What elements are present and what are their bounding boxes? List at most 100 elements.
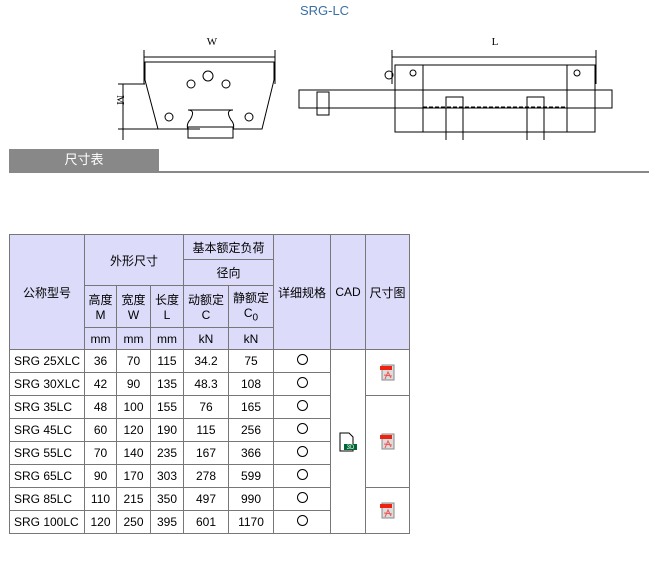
product-drawing: W M L bbox=[114, 36, 613, 140]
value-cell: 599 bbox=[228, 464, 274, 488]
model-cell: SRG 45LC bbox=[9, 418, 85, 442]
detail-cell[interactable] bbox=[273, 418, 331, 442]
value-cell: 235 bbox=[150, 441, 184, 465]
model-cell: SRG 55LC bbox=[9, 441, 85, 465]
circle-icon[interactable] bbox=[296, 400, 308, 411]
drawing-cell[interactable] bbox=[365, 395, 410, 488]
circle-icon[interactable] bbox=[296, 423, 308, 434]
value-cell: 215 bbox=[116, 487, 151, 511]
model-cell: SRG 85LC bbox=[9, 487, 85, 511]
detail-cell[interactable] bbox=[273, 372, 331, 396]
value-cell: 76 bbox=[183, 395, 229, 419]
value-cell: 135 bbox=[150, 372, 184, 396]
cad-cell[interactable]: 3D bbox=[330, 349, 366, 534]
detail-cell[interactable] bbox=[273, 464, 331, 488]
symbol: M bbox=[95, 308, 106, 322]
header-radial: 径向 bbox=[183, 259, 274, 286]
subscript: 0 bbox=[252, 312, 259, 324]
w-dimension-label: W bbox=[207, 36, 218, 48]
circle-icon[interactable] bbox=[296, 446, 308, 457]
header-outer: 外形尺寸 bbox=[84, 234, 184, 286]
value-cell: 990 bbox=[228, 487, 274, 511]
section-header: 尺寸表 bbox=[9, 149, 649, 173]
symbol: C bbox=[201, 308, 211, 322]
value-cell: 75 bbox=[228, 349, 274, 373]
page-title: SRG-LC bbox=[299, 3, 350, 18]
value-cell: 256 bbox=[228, 418, 274, 442]
model-cell: SRG 25XLC bbox=[9, 349, 85, 373]
end-view bbox=[118, 50, 276, 140]
circle-icon[interactable] bbox=[296, 492, 308, 503]
value-cell: 115 bbox=[150, 349, 184, 373]
detail-cell[interactable] bbox=[273, 349, 331, 373]
value-cell: 36 bbox=[84, 349, 117, 373]
header-load: 基本额定负荷 bbox=[183, 234, 274, 260]
value-cell: 34.2 bbox=[183, 349, 229, 373]
cad-icon-text: 3D bbox=[347, 445, 355, 451]
circle-icon[interactable] bbox=[296, 515, 308, 526]
3d-file-icon[interactable]: 3D bbox=[338, 432, 358, 451]
label: 动额定 bbox=[187, 293, 224, 307]
value-cell: 190 bbox=[150, 418, 184, 442]
section-tab: 尺寸表 bbox=[9, 149, 159, 171]
side-view bbox=[298, 50, 613, 140]
unit: kN bbox=[183, 327, 229, 350]
unit: mm bbox=[150, 327, 184, 350]
value-cell: 601 bbox=[183, 510, 229, 534]
value-cell: 115 bbox=[183, 418, 229, 442]
value-cell: 48.3 bbox=[183, 372, 229, 396]
symbol: C bbox=[243, 306, 253, 321]
label: 静额定 bbox=[232, 291, 269, 306]
value-cell: 140 bbox=[116, 441, 151, 465]
value-cell: 497 bbox=[183, 487, 229, 511]
value-cell: 278 bbox=[183, 464, 229, 488]
value-cell: 1170 bbox=[228, 510, 274, 534]
detail-cell[interactable] bbox=[273, 487, 331, 511]
unit: mm bbox=[116, 327, 151, 350]
value-cell: 167 bbox=[183, 441, 229, 465]
drawing-cell[interactable] bbox=[365, 349, 410, 396]
value-cell: 110 bbox=[84, 487, 117, 511]
header-drawing: 尺寸图 bbox=[365, 234, 410, 350]
l-dimension-label: L bbox=[492, 36, 499, 48]
detail-cell[interactable] bbox=[273, 395, 331, 419]
value-cell: 108 bbox=[228, 372, 274, 396]
value-cell: 395 bbox=[150, 510, 184, 534]
value-cell: 120 bbox=[116, 418, 151, 442]
pdf-icon[interactable] bbox=[379, 502, 396, 519]
pdf-icon[interactable] bbox=[379, 364, 396, 381]
model-cell: SRG 65LC bbox=[9, 464, 85, 488]
value-cell: 303 bbox=[150, 464, 184, 488]
value-cell: 100 bbox=[116, 395, 151, 419]
value-cell: 70 bbox=[84, 441, 117, 465]
value-cell: 155 bbox=[150, 395, 184, 419]
value-cell: 350 bbox=[150, 487, 184, 511]
circle-icon[interactable] bbox=[296, 377, 308, 388]
circle-icon[interactable] bbox=[296, 469, 308, 480]
label: 长度 bbox=[154, 293, 179, 307]
header-cad: CAD bbox=[330, 234, 366, 350]
model-cell: SRG 30XLC bbox=[9, 372, 85, 396]
drawing-cell[interactable] bbox=[365, 487, 410, 534]
model-cell: SRG 35LC bbox=[9, 395, 85, 419]
circle-icon[interactable] bbox=[296, 354, 308, 365]
unit: kN bbox=[228, 327, 274, 350]
detail-cell[interactable] bbox=[273, 441, 331, 465]
pdf-icon[interactable] bbox=[379, 433, 396, 450]
symbol: L bbox=[163, 308, 171, 322]
value-cell: 60 bbox=[84, 418, 117, 442]
label: 宽度 bbox=[121, 293, 146, 307]
detail-cell[interactable] bbox=[273, 510, 331, 534]
value-cell: 366 bbox=[228, 441, 274, 465]
label: 高度 bbox=[88, 293, 113, 307]
